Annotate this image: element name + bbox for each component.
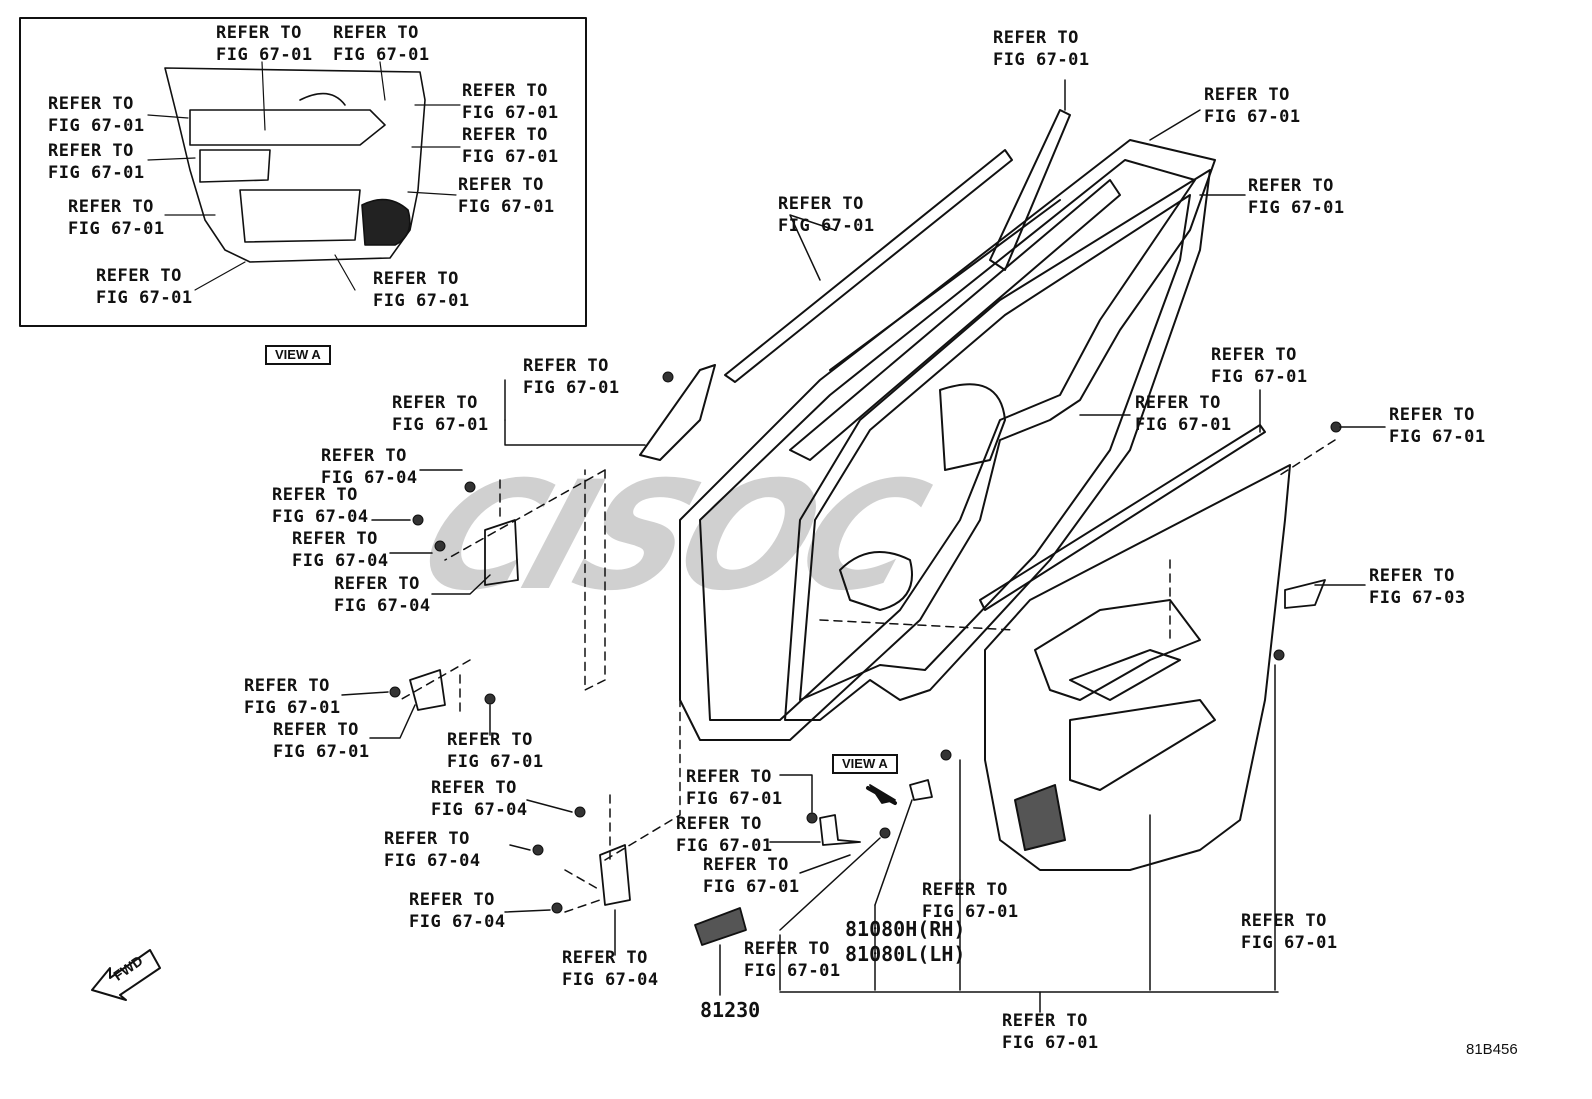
inset-door-panel: [164, 67, 426, 263]
view-a-inset-frame: [19, 17, 587, 327]
moulding-strips: [724, 109, 1266, 611]
fwd-arrow-shape: [91, 949, 161, 1001]
part-number-81080h: 81080H(RH): [845, 917, 966, 941]
inset-leaders: [147, 61, 461, 291]
hinges: [409, 519, 631, 906]
leader-lines: [341, 79, 1386, 1013]
door-inner-frame: [679, 139, 1216, 741]
diagram-code: 81B456: [1466, 1041, 1518, 1058]
mirror-cover: [639, 364, 716, 461]
door-trim-panel: [984, 464, 1291, 871]
view-a-arrow: [866, 786, 897, 805]
dashed-lines: [399, 439, 1336, 913]
small-parts: [389, 371, 1342, 914]
part-number-81230: 81230: [700, 998, 761, 1022]
view-a-tag-inset: VIEW A: [265, 345, 331, 365]
door-weatherstrip: [784, 169, 1211, 721]
view-a-tag-main: VIEW A: [832, 754, 898, 774]
part-number-81080l: 81080L(LH): [845, 942, 966, 966]
